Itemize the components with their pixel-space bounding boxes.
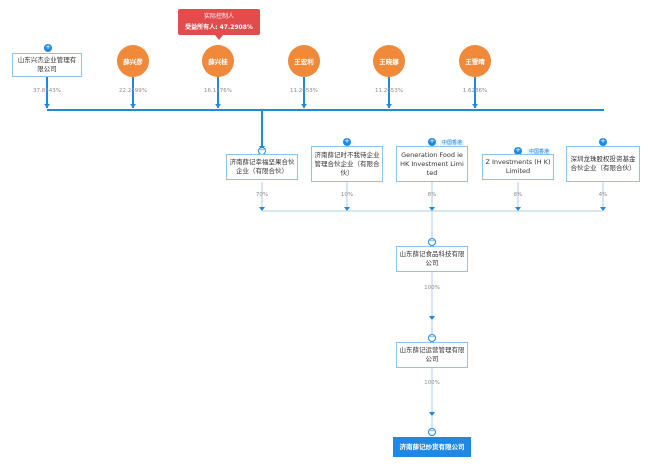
shareholding-pct: 100% xyxy=(424,285,440,291)
shareholder-node-person[interactable]: 王宏利 xyxy=(288,45,320,77)
shareholding-pct: 100% xyxy=(424,380,440,386)
expand-plus-icon[interactable]: + xyxy=(44,43,52,52)
shareholder-node-company[interactable]: Generation Food ie HK Investment Limited xyxy=(396,146,468,182)
callout-beneficiary-value: 47.2908% xyxy=(219,24,253,31)
shareholder-name: 王宏利 xyxy=(294,58,314,66)
shareholder-name: Z Investments (H K) Limited xyxy=(485,158,551,175)
shareholder-node-company[interactable]: 济南薛记时不我待企业管理合伙企业（有限合伙） xyxy=(311,146,383,182)
shareholder-name: 山东兴杰企业管理有限公司 xyxy=(17,56,77,73)
target-company-node[interactable]: 济南薛记炒货有限公司 xyxy=(393,437,471,457)
shareholder-name: 济南薛记时不我待企业管理合伙企业（有限合伙） xyxy=(314,150,380,177)
callout-beneficiary-label: 受益所有人: xyxy=(185,24,218,31)
arrow-head xyxy=(44,104,50,108)
arrow-head xyxy=(259,207,265,211)
shareholding-pct: 70% xyxy=(255,192,269,198)
shareholder-node-person[interactable]: 薛兴彦 xyxy=(117,45,149,77)
collapse-minus-icon[interactable]: − xyxy=(428,237,436,246)
shareholding-pct: 37.8543% xyxy=(33,88,61,94)
arrow-head xyxy=(429,207,435,211)
shareholder-name: 济南薛记幸福坚果合伙企业（有限合伙） xyxy=(229,158,295,175)
arrow-head xyxy=(301,104,307,108)
shareholder-node-person[interactable]: 王雪晴 xyxy=(459,45,491,77)
expand-plus-icon[interactable]: + xyxy=(343,137,351,146)
company-name: 济南薛记炒货有限公司 xyxy=(399,442,465,451)
shareholder-node-person[interactable]: 薛兴桂 xyxy=(202,45,234,77)
expand-plus-icon[interactable]: + xyxy=(428,137,436,146)
shareholder-name: 薛兴彦 xyxy=(123,58,143,66)
shareholding-pct: 10% xyxy=(340,192,354,198)
arrow-head xyxy=(472,104,478,108)
expand-plus-icon[interactable]: + xyxy=(514,146,522,155)
callout-beneficiary: 受益所有人: 47.2908% xyxy=(178,22,260,33)
shareholding-pct: 8% xyxy=(427,192,437,198)
shareholder-node-company[interactable]: 深圳龙珠股权投资基金合伙企业（有限合伙） xyxy=(566,146,640,182)
shareholder-node-company[interactable]: 山东兴杰企业管理有限公司 xyxy=(12,53,82,77)
arrow-head xyxy=(600,207,606,211)
chain-company-node[interactable]: 山东薛记食品科技有限公司 xyxy=(396,246,468,272)
shareholding-pct: 4% xyxy=(598,192,608,198)
shareholder-name: 深圳龙珠股权投资基金合伙企业（有限合伙） xyxy=(570,155,636,172)
arrow-head xyxy=(429,412,435,416)
shareholder-name: 王雪晴 xyxy=(465,58,485,66)
arrow-head xyxy=(130,104,136,108)
collapse-minus-icon[interactable]: − xyxy=(428,333,436,342)
arrow-head xyxy=(386,104,392,108)
arrow-head xyxy=(429,316,435,320)
shareholder-name: Generation Food ie HK Investment Limited xyxy=(400,150,464,177)
shareholder-name: 薛兴桂 xyxy=(208,58,228,66)
expand-plus-icon[interactable]: + xyxy=(599,137,607,146)
shareholding-pct: 11.2653% xyxy=(375,88,403,94)
shareholder-name: 王晓娜 xyxy=(379,58,399,66)
actual-controller-callout: 实际控制人 受益所有人: 47.2908% xyxy=(178,9,260,40)
arrow-head xyxy=(215,104,221,108)
arrow-head xyxy=(344,207,350,211)
shareholder-node-company[interactable]: Z Investments (H K) Limited xyxy=(482,154,554,180)
shareholder-node-company[interactable]: 济南薛记幸福坚果合伙企业（有限合伙） xyxy=(226,154,298,180)
shareholding-pct: 8% xyxy=(513,192,523,198)
company-name: 山东薛记运营管理有限公司 xyxy=(399,346,465,363)
shareholding-pct: 1.6286% xyxy=(462,88,488,94)
collapse-minus-icon[interactable]: − xyxy=(428,427,436,436)
callout-title: 实际控制人 xyxy=(203,13,234,20)
shareholding-pct: 16.1176% xyxy=(204,88,232,94)
region-tag: 中国香港 xyxy=(440,140,465,147)
arrow-head xyxy=(515,207,521,211)
chain-company-node[interactable]: 山东薛记运营管理有限公司 xyxy=(396,342,468,368)
shareholding-pct: 11.2653% xyxy=(290,88,318,94)
region-tag: 中国香港 xyxy=(527,149,552,156)
shareholding-pct: 22.2499% xyxy=(119,88,147,94)
company-name: 山东薛记食品科技有限公司 xyxy=(399,250,465,267)
shareholder-node-person[interactable]: 王晓娜 xyxy=(373,45,405,77)
